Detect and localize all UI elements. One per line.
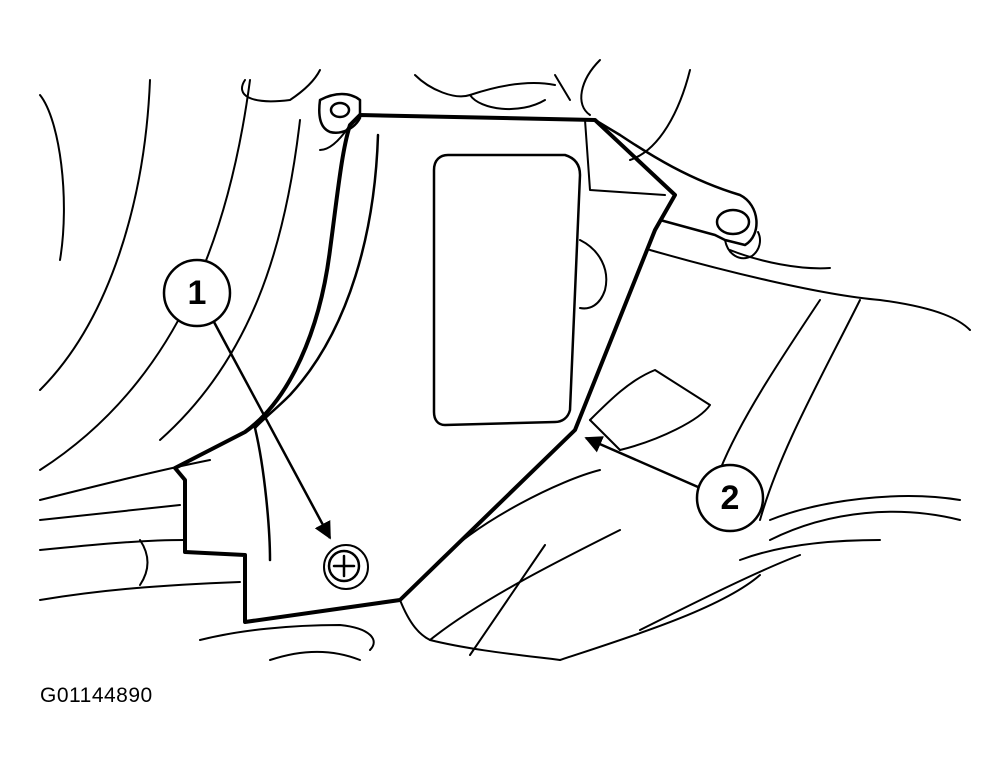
callout-2-leader [584,436,699,489]
figure-id: G01144890 [40,684,153,707]
mounting-bracket [593,118,761,260]
upper-tab [318,92,362,134]
callout-1-circle [162,258,232,328]
callout-1-label: 1 [188,274,207,312]
callout-1: 1 [162,258,332,540]
callout-2: 2 [584,436,765,533]
callout-2-label: 2 [721,479,740,517]
background-structure [39,59,971,661]
callout-2-circle [695,463,765,533]
side-trim-panel [173,113,677,624]
retaining-screw [323,544,369,590]
callout-1-leader [212,321,332,540]
